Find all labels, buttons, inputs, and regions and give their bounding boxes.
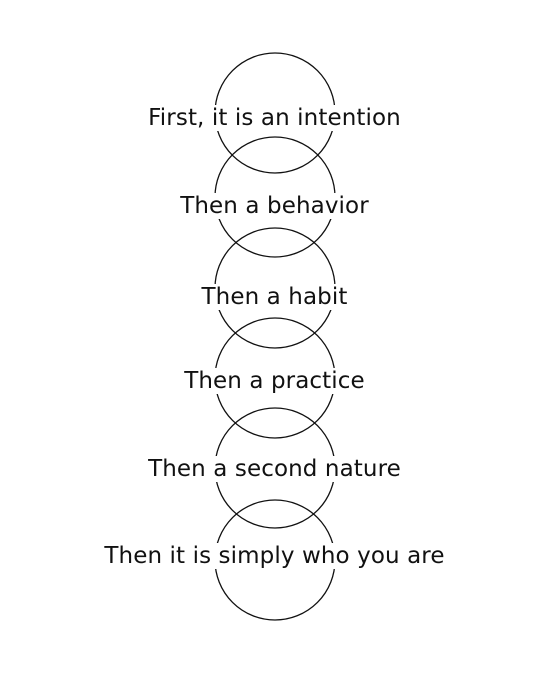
stage-text: Then it is simply who you are <box>101 543 448 569</box>
stage-label-habit: Then a habit <box>0 283 549 311</box>
stage-label-practice: Then a practice <box>0 367 549 395</box>
stage-text: Then a behavior <box>177 193 372 219</box>
stage-text: Then a second nature <box>145 456 404 482</box>
stage-label-intention: First, it is an intention <box>0 104 549 132</box>
stage-label-who-you-are: Then it is simply who you are <box>0 542 549 570</box>
stage-label-second-nature: Then a second nature <box>0 455 549 483</box>
stage-text: Then a practice <box>181 368 368 394</box>
stage-text: Then a habit <box>198 284 351 310</box>
stage-text: First, it is an intention <box>145 105 404 131</box>
stage-label-behavior: Then a behavior <box>0 192 549 220</box>
